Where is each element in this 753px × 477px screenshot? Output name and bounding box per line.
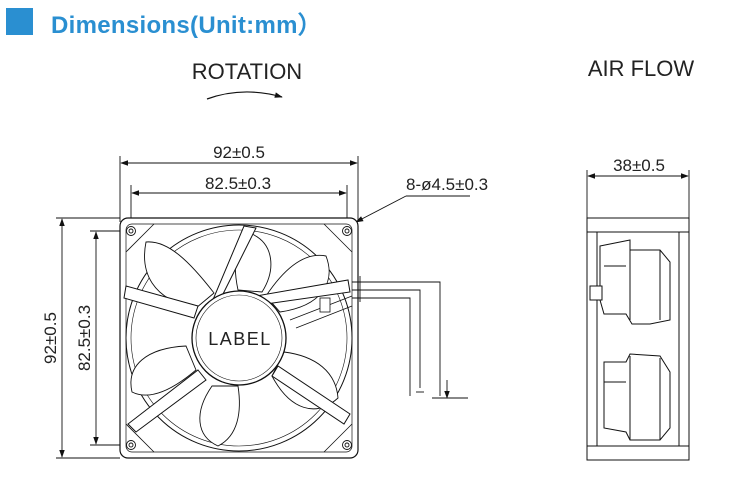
dim-mounting-holes: 8-ø4.5±0.3 bbox=[406, 175, 488, 194]
fan-front-view bbox=[119, 217, 359, 459]
rotation-label: ROTATION bbox=[192, 59, 302, 84]
lead-wires bbox=[352, 276, 468, 399]
dim-hole-spacing-height: 82.5±0.3 bbox=[75, 305, 94, 371]
hub-label: LABEL bbox=[208, 329, 272, 349]
page-title: Dimensions(Unit:mm） bbox=[51, 12, 323, 39]
mounting-hole-icon bbox=[126, 226, 352, 450]
airflow-label: AIR FLOW bbox=[588, 56, 695, 81]
header-accent-square bbox=[6, 8, 33, 35]
dim-depth: 38±0.5 bbox=[613, 156, 665, 175]
dim-hole-spacing-width: 82.5±0.3 bbox=[205, 174, 271, 193]
rotation-arrow-icon bbox=[206, 91, 283, 100]
fan-side-view bbox=[586, 217, 690, 461]
dim-outer-height: 92±0.5 bbox=[41, 312, 60, 364]
dim-outer-width: 92±0.5 bbox=[213, 143, 265, 162]
mounting-hole-leader bbox=[355, 195, 470, 223]
